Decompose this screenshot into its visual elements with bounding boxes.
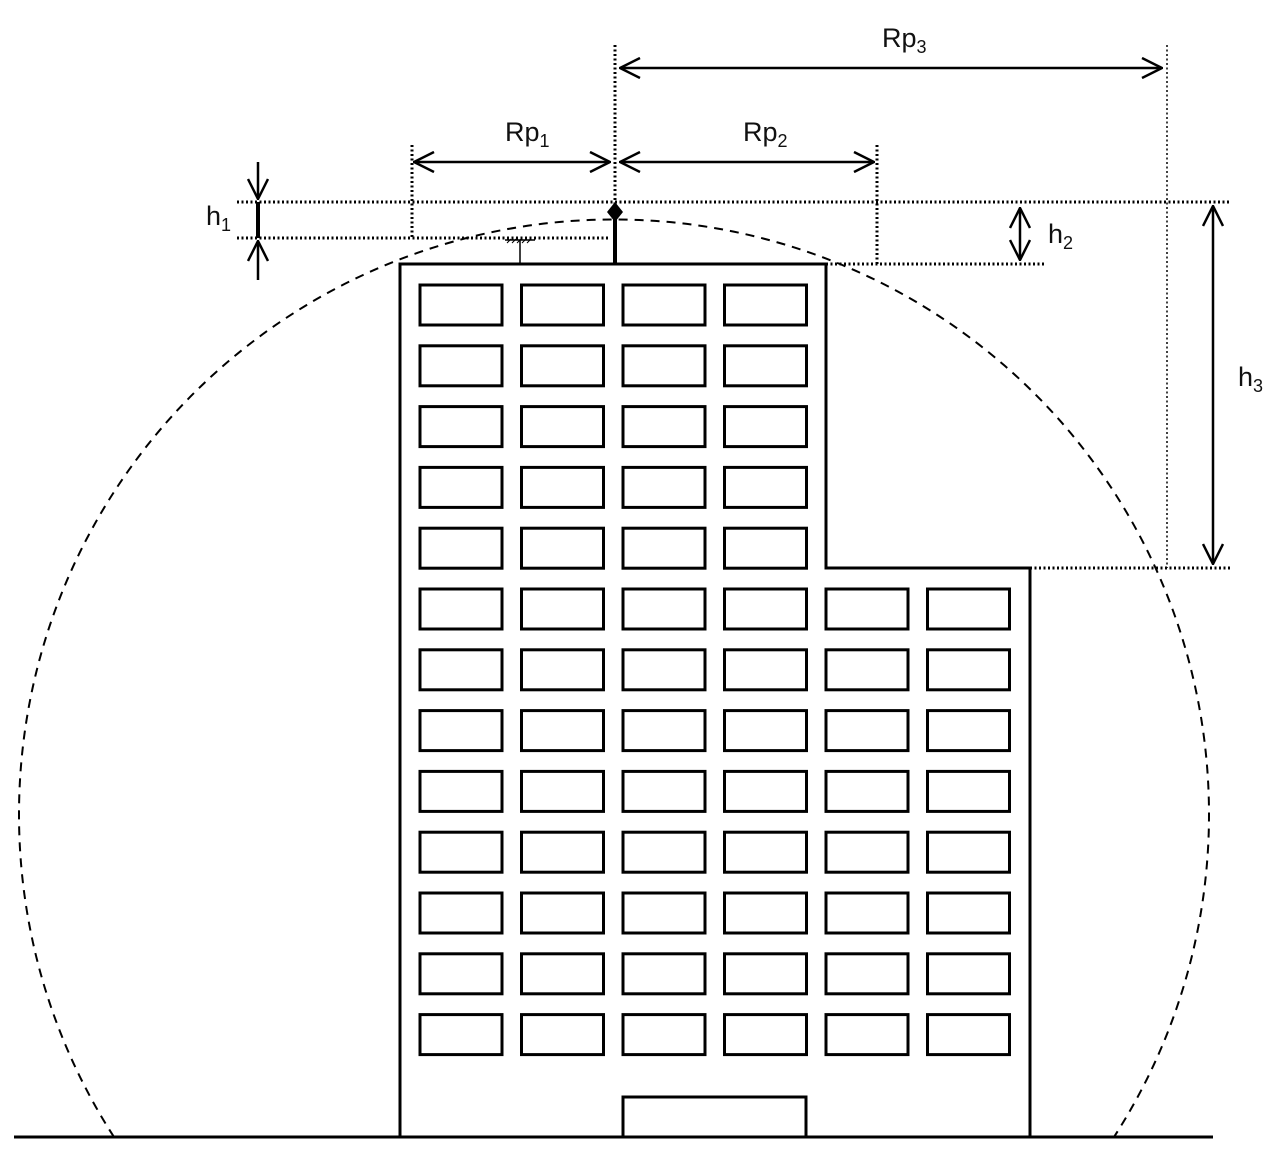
building-window <box>520 891 605 935</box>
building-window <box>418 405 504 449</box>
building-window <box>824 709 910 753</box>
building-window <box>621 283 707 327</box>
building-outline <box>398 262 1032 1137</box>
building-window <box>621 526 707 570</box>
building-window <box>723 648 808 692</box>
building-window <box>926 709 1011 753</box>
building-window <box>418 526 504 570</box>
building-window <box>418 465 504 509</box>
building-window <box>824 952 910 996</box>
building-window <box>824 587 910 631</box>
building-window <box>418 1013 504 1057</box>
building-window <box>520 587 605 631</box>
small-antenna-icon <box>505 238 535 264</box>
building-window <box>926 1013 1011 1057</box>
h1-label: h1 <box>206 201 231 235</box>
building-window <box>723 526 808 570</box>
building-window <box>723 891 808 935</box>
building-window <box>520 648 605 692</box>
building-window <box>418 952 504 996</box>
h3-label: h3 <box>1238 362 1263 396</box>
building-window <box>824 769 910 813</box>
building-window <box>621 1013 707 1057</box>
rp2-label: Rp2 <box>743 117 788 151</box>
building-window <box>621 465 707 509</box>
building-window <box>723 952 808 996</box>
building-window <box>418 891 504 935</box>
building-window <box>418 769 504 813</box>
building-window <box>926 830 1011 874</box>
building-window <box>723 830 808 874</box>
building-window <box>723 405 808 449</box>
building-window <box>621 587 707 631</box>
building-window <box>418 648 504 692</box>
building-window <box>621 709 707 753</box>
building-window <box>520 769 605 813</box>
building-window <box>520 830 605 874</box>
air-terminal-tip-icon <box>607 202 623 222</box>
building-window <box>520 344 605 388</box>
building-window <box>926 952 1011 996</box>
building-window <box>520 526 605 570</box>
rp1-label: Rp1 <box>505 117 550 151</box>
building-window <box>520 405 605 449</box>
building-window <box>621 891 707 935</box>
building-window <box>520 709 605 753</box>
building-window <box>621 344 707 388</box>
building-window <box>723 587 808 631</box>
building-window <box>418 344 504 388</box>
building-window <box>926 587 1011 631</box>
building-window <box>723 709 808 753</box>
building-window <box>926 769 1011 813</box>
building-window <box>418 283 504 327</box>
building-window <box>824 1013 910 1057</box>
building-window <box>520 465 605 509</box>
building-window <box>520 283 605 327</box>
building-window <box>520 1013 605 1057</box>
building-window <box>621 952 707 996</box>
building-window <box>418 587 504 631</box>
building-window <box>621 769 707 813</box>
building-window <box>824 891 910 935</box>
building-window <box>621 648 707 692</box>
building-window <box>418 830 504 874</box>
building-window <box>621 830 707 874</box>
building-window <box>824 830 910 874</box>
building-windows <box>418 283 1011 1057</box>
building-window <box>723 344 808 388</box>
building-window <box>418 709 504 753</box>
building-window <box>621 405 707 449</box>
building-window <box>723 1013 808 1057</box>
building-window <box>824 648 910 692</box>
building-window <box>926 891 1011 935</box>
building-window <box>926 648 1011 692</box>
building-door <box>621 1095 808 1139</box>
building-window <box>723 465 808 509</box>
building-window <box>723 769 808 813</box>
building-window <box>520 952 605 996</box>
rp3-label: Rp3 <box>882 23 927 57</box>
building-window <box>723 283 808 327</box>
h2-label: h2 <box>1048 219 1073 253</box>
